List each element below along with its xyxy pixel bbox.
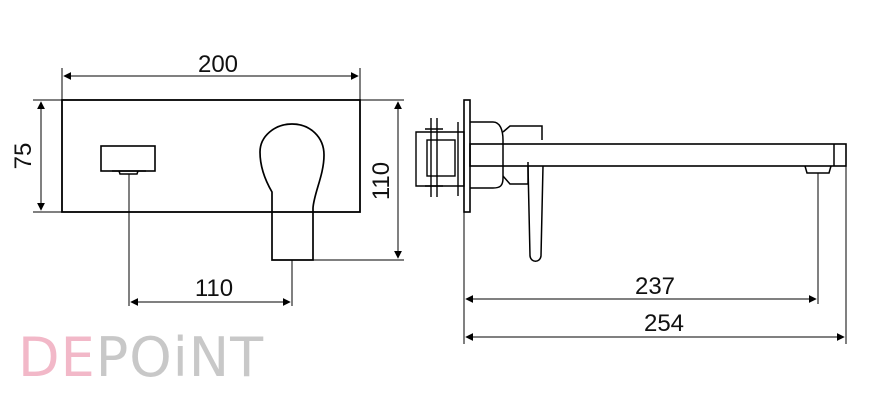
wall-plate	[61, 99, 361, 213]
dimension-label-200: 200	[198, 51, 238, 78]
dimension-label-110-front: 110	[195, 275, 233, 302]
wall-plate-side	[463, 99, 471, 213]
dimension-lines-side	[463, 166, 847, 344]
lever-side	[527, 165, 544, 262]
depoint-logo: DEPOiNT	[18, 326, 264, 389]
side-view	[415, 99, 847, 344]
logo-part-point: POiNT	[96, 326, 264, 389]
body-side	[470, 121, 543, 189]
dimension-label-75: 75	[10, 143, 37, 170]
dimension-lines-front	[33, 68, 404, 306]
dimension-labels: 200 75 110 110 237 254	[10, 51, 684, 337]
dimension-label-254: 254	[644, 310, 684, 337]
spout-side	[469, 143, 847, 174]
valve-body-side	[415, 118, 465, 197]
dimension-label-110-height: 110	[368, 162, 395, 200]
svg-text:DEPOiNT: DEPOiNT	[18, 326, 264, 389]
dimension-label-237: 237	[635, 273, 675, 300]
logo-part-de: DE	[18, 326, 96, 389]
handle-front	[259, 123, 325, 261]
front-view	[33, 68, 404, 306]
outlet-spout-front	[100, 145, 156, 175]
